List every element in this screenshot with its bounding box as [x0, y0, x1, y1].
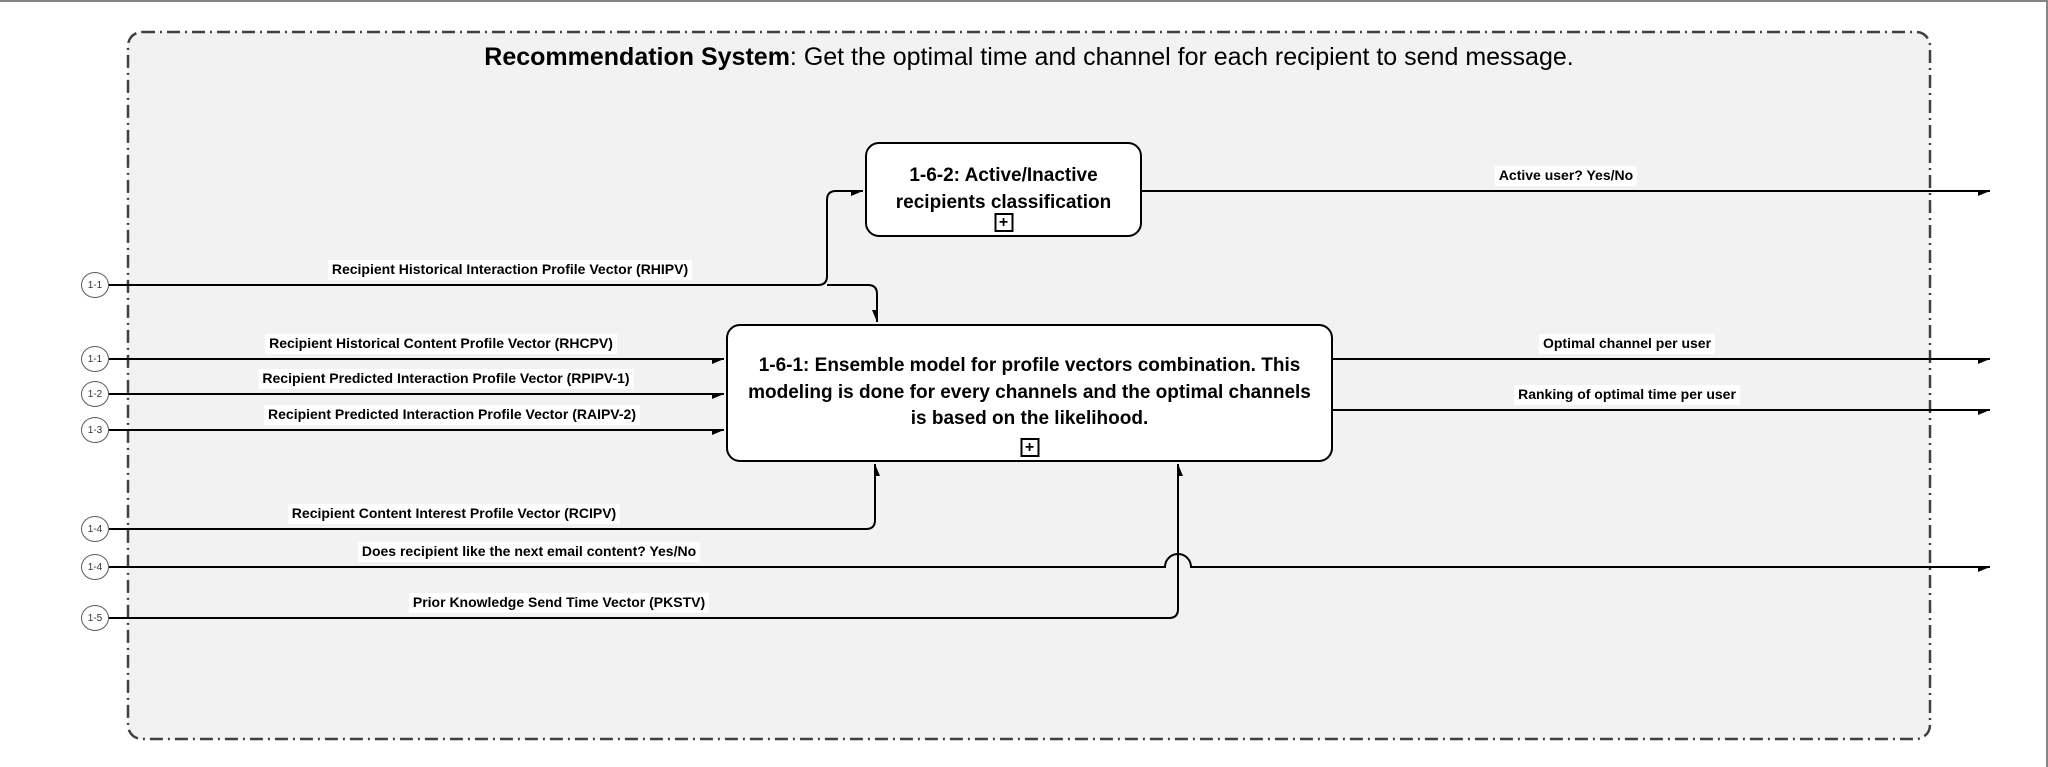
input-ref-circle: 1-5: [81, 605, 109, 631]
edge-label-rpipv1: Recipient Predicted Interaction Profile …: [258, 369, 634, 389]
edge-label-rcipv: Recipient Content Interest Profile Vecto…: [287, 504, 621, 524]
input-ref-circle: 1-3: [81, 417, 109, 443]
node-1-6-1[interactable]: 1-6-1: Ensemble model for profile vector…: [726, 324, 1333, 462]
input-ref-circle: 1-4: [81, 516, 109, 542]
edge-label-rhipv: Recipient Historical Interaction Profile…: [327, 260, 693, 280]
node-1-6-2[interactable]: 1-6-2: Active/Inactive recipients classi…: [865, 142, 1142, 237]
edge-label-pkstv: Prior Knowledge Send Time Vector (PKSTV): [408, 593, 710, 613]
edge-label-rhcpv: Recipient Historical Content Profile Vec…: [265, 334, 617, 354]
expand-plus-icon[interactable]: +: [994, 213, 1013, 232]
edge-label-raipv2: Recipient Predicted Interaction Profile …: [264, 405, 640, 425]
input-ref-circle: 1-1: [81, 346, 109, 372]
diagram-title: Recommendation System: Get the optimal t…: [128, 42, 1930, 72]
diagram-title-bold: Recommendation System: [484, 43, 790, 71]
edge-label-optimal-channel: Optimal channel per user: [1538, 334, 1716, 354]
node-1-6-2-label: 1-6-2: Active/Inactive recipients classi…: [895, 164, 1112, 213]
input-ref-circle: 1-2: [81, 381, 109, 407]
diagram-title-rest: : Get the optimal time and channel for e…: [789, 43, 1574, 71]
edge-rhipv-to-162: [109, 190, 863, 286]
input-ref-circle: 1-4: [81, 554, 109, 580]
edge-label-email-like: Does recipient like the next email conte…: [357, 542, 701, 562]
edge-pkstv: [109, 464, 1178, 619]
edge-rcipv: [109, 464, 875, 530]
input-ref-circle: 1-1: [81, 272, 109, 298]
edge-label-active-user: Active user? Yes/No: [1494, 166, 1638, 186]
node-1-6-1-label: 1-6-1: Ensemble model for profile vector…: [748, 354, 1311, 430]
edge-rhipv-to-161: [827, 284, 878, 322]
edge-label-ranking-time: Ranking of optimal time per user: [1514, 385, 1740, 405]
expand-plus-icon[interactable]: +: [1020, 438, 1039, 457]
